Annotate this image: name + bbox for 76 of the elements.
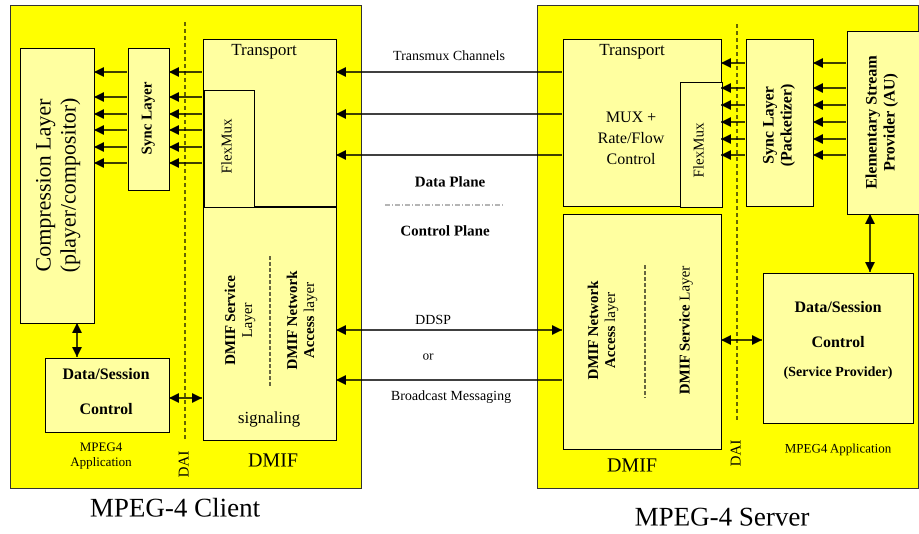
arrow xyxy=(721,134,745,144)
arrow xyxy=(813,58,846,68)
arrow xyxy=(336,325,562,335)
arrow xyxy=(813,150,846,160)
arrow xyxy=(94,158,127,168)
arrow xyxy=(336,150,562,160)
box-label: Compression Layer (player/compositor) xyxy=(30,96,82,274)
box-label: DMIF Service Layer xyxy=(222,274,257,367)
layer-box xyxy=(45,358,170,433)
arrow xyxy=(336,109,562,119)
box-label: Elementary Stream Provider (AU) xyxy=(864,54,900,191)
edge-label: DDSP xyxy=(414,312,452,330)
arrow xyxy=(169,393,202,403)
arrow xyxy=(813,117,846,127)
text-label: MPEG4 Application xyxy=(784,442,892,456)
panel-title: MPEG-4 Server xyxy=(634,501,810,533)
arrow xyxy=(169,109,202,119)
system-panel xyxy=(537,5,919,489)
arrow xyxy=(94,142,127,152)
layer-box xyxy=(204,90,255,208)
arrow xyxy=(813,134,846,144)
arrow xyxy=(72,323,82,357)
layer-box xyxy=(847,31,919,215)
layer-box xyxy=(746,39,814,207)
box-label: (Service Provider) xyxy=(782,364,894,382)
edge-label: Broadcast Messaging xyxy=(390,388,512,406)
layer-box xyxy=(563,39,722,207)
box-label: DMIF Service Layer xyxy=(677,265,694,395)
arrow xyxy=(336,375,562,385)
arrow xyxy=(94,67,127,77)
box-label: FlexMux xyxy=(691,122,708,180)
box-label: signaling xyxy=(236,408,302,428)
arrow xyxy=(813,83,846,93)
arrow xyxy=(169,92,202,102)
text-label: DMIF xyxy=(606,454,658,478)
arrow xyxy=(336,67,562,77)
text-label: DAI xyxy=(728,438,746,468)
system-panel xyxy=(10,5,362,489)
box-label: Data/Session Control xyxy=(793,298,883,353)
panel-title: MPEG-4 Client xyxy=(88,492,262,524)
arrow xyxy=(721,117,745,127)
box-label: Transport xyxy=(230,40,298,60)
box-label: Data/Session Control xyxy=(61,364,151,420)
text-label: MPEG4 Application xyxy=(69,440,133,470)
text-label: DAI xyxy=(176,450,194,480)
arrow xyxy=(169,158,202,168)
arrow xyxy=(721,58,745,68)
box-label: Transport xyxy=(598,40,666,60)
box-label: FlexMux xyxy=(219,118,236,176)
layer-box xyxy=(128,48,170,191)
arrow xyxy=(865,214,875,272)
arrow xyxy=(721,150,745,160)
layer-box xyxy=(20,48,95,324)
text-label: or xyxy=(422,348,434,364)
edge-label: Transmux Channels xyxy=(392,48,506,66)
text-label: Data Plane xyxy=(414,174,486,192)
layer-box xyxy=(763,273,914,424)
text-label: Control Plane xyxy=(399,223,491,241)
arrow xyxy=(169,125,202,135)
arrow xyxy=(94,92,127,102)
layer-box xyxy=(563,214,722,450)
arrow xyxy=(169,142,202,152)
box-label: Sync Layer xyxy=(139,80,156,156)
arrow xyxy=(721,83,745,93)
arrow xyxy=(169,67,202,77)
arrow xyxy=(721,335,762,345)
layer-box xyxy=(203,207,337,441)
arrow xyxy=(94,109,127,119)
box-label: Sync Layer (Packetizer) xyxy=(760,82,797,168)
layer-box xyxy=(680,82,723,208)
box-label: MUX + Rate/Flow Control xyxy=(596,108,666,170)
arrow xyxy=(94,125,127,135)
text-label: DMIF xyxy=(246,450,299,472)
layer-box xyxy=(203,39,337,207)
arrow xyxy=(813,100,846,110)
arrow xyxy=(721,100,745,110)
